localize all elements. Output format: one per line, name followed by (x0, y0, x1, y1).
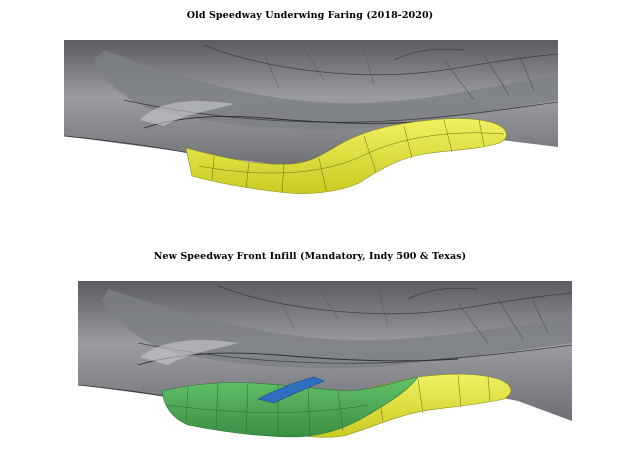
green-infill-highlight (161, 376, 419, 438)
yellow-faring-highlight (185, 118, 507, 194)
old-underwing-faring-render (64, 40, 558, 195)
blue-infill-highlight (257, 376, 325, 404)
bottom-figure-title: New Speedway Front Infill (Mandatory, In… (153, 251, 467, 262)
top-figure-title: Old Speedway Underwing Faring (2018-2020… (186, 10, 434, 21)
new-front-infill-render (78, 281, 572, 440)
